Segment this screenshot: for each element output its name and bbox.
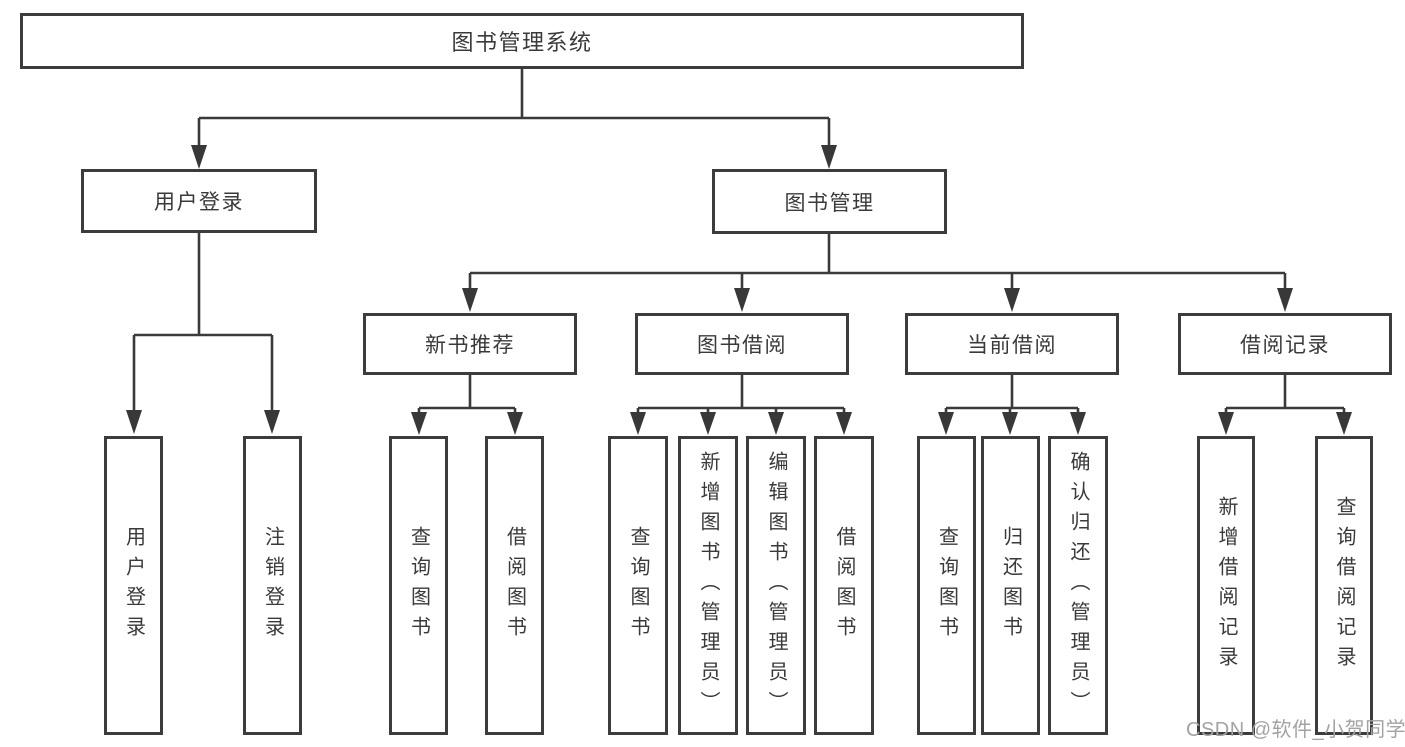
connector-book-borrow-to-leaves xyxy=(630,375,852,435)
connector-current-borrow-to-leaves xyxy=(938,375,1086,435)
leaf-label: 新增图书（管理员） xyxy=(697,450,719,721)
leaf-add-borrow-record: 新增借阅记录 xyxy=(1197,436,1255,735)
connector-new-books-to-leaves xyxy=(411,375,523,435)
leaf-confirm-return-admin: 确认归还（管理员） xyxy=(1048,436,1108,735)
leaf-label: 查询借阅记录 xyxy=(1333,495,1355,676)
node-label: 新书推荐 xyxy=(425,334,515,357)
node-label: 图书管理系统 xyxy=(451,30,593,55)
leaf-query-books-borrow: 查询图书 xyxy=(608,436,668,735)
leaf-logout: 注销登录 xyxy=(243,436,302,735)
node-borrow-records: 借阅记录 xyxy=(1178,313,1392,375)
node-label: 图书管理 xyxy=(784,191,875,215)
leaf-label: 归还图书 xyxy=(999,525,1022,646)
leaf-borrow-books-borrow: 借阅图书 xyxy=(814,436,874,735)
connector-user-login-to-leaves xyxy=(126,233,280,434)
leaf-label: 确认归还（管理员） xyxy=(1067,450,1089,721)
node-label: 借阅记录 xyxy=(1240,334,1330,357)
leaf-label: 借阅图书 xyxy=(503,525,526,646)
leaf-label: 新增借阅记录 xyxy=(1215,495,1237,676)
node-label: 当前借阅 xyxy=(967,334,1057,357)
leaf-label: 查询图书 xyxy=(935,525,958,646)
connector-root-to-level2 xyxy=(191,69,837,169)
csdn-watermark: CSDN @软件_小贺同学 xyxy=(1186,719,1405,741)
leaf-add-books-admin: 新增图书（管理员） xyxy=(678,436,738,735)
node-book-mgmt: 图书管理 xyxy=(712,169,947,234)
leaf-user-login: 用户登录 xyxy=(104,436,163,735)
leaf-label: 编辑图书（管理员） xyxy=(765,450,787,721)
leaf-return-books: 归还图书 xyxy=(981,436,1040,735)
node-book-borrow: 图书借阅 xyxy=(635,313,849,375)
connector-borrow-records-to-leaves xyxy=(1218,375,1352,435)
leaf-label: 查询图书 xyxy=(407,525,430,646)
leaf-label: 查询图书 xyxy=(627,525,649,646)
node-user-login: 用户登录 xyxy=(81,169,317,233)
leaf-label: 用户登录 xyxy=(122,525,145,646)
node-root-system: 图书管理系统 xyxy=(20,13,1024,69)
node-new-books: 新书推荐 xyxy=(363,313,577,375)
connector-book-mgmt-to-level3 xyxy=(462,234,1293,312)
leaf-edit-books-admin: 编辑图书（管理员） xyxy=(746,436,806,735)
node-current-borrow: 当前借阅 xyxy=(905,313,1119,375)
leaf-query-books-newbooks: 查询图书 xyxy=(389,436,448,735)
leaf-query-books-current: 查询图书 xyxy=(917,436,976,735)
leaf-label: 注销登录 xyxy=(261,525,284,646)
leaf-borrow-books-newbooks: 借阅图书 xyxy=(485,436,544,735)
node-label: 图书借阅 xyxy=(697,334,787,357)
node-label: 用户登录 xyxy=(154,191,244,214)
leaf-query-borrow-record: 查询借阅记录 xyxy=(1315,436,1373,735)
leaf-label: 借阅图书 xyxy=(833,525,855,646)
